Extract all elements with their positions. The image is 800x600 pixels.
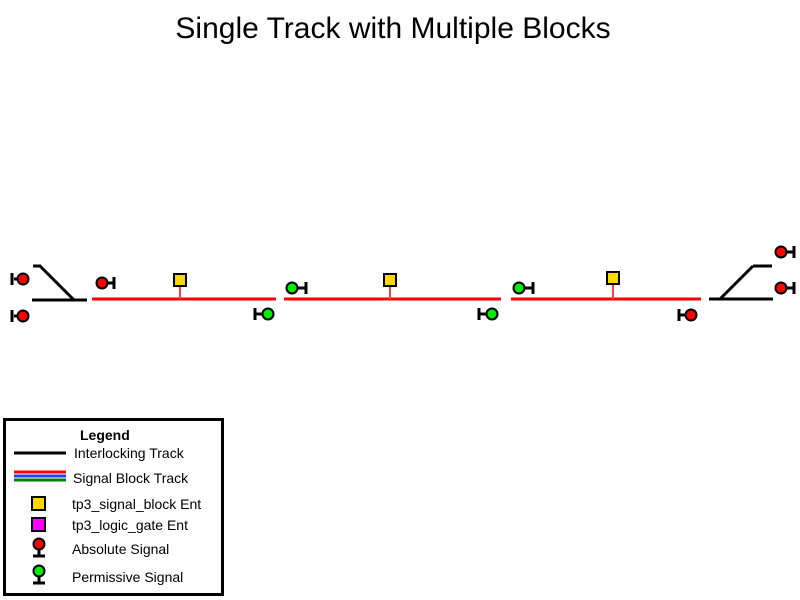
signal-block-ent-icon: [173, 273, 187, 287]
legend-label-absolute-signal: Absolute Signal: [72, 541, 170, 557]
signal-block-ent-icon: [383, 273, 397, 287]
permissive-signal-icon[interactable]: [285, 281, 308, 295]
absolute-signal-icon[interactable]: [10, 272, 30, 286]
legend-title: Legend: [80, 427, 130, 443]
absolute-signal-icon[interactable]: [774, 245, 796, 259]
absolute-signal-icon[interactable]: [95, 276, 116, 290]
signal-block-ent-icon: [606, 271, 620, 285]
legend-label-signal-block: Signal Block Track: [73, 470, 189, 486]
signal-block-track-icon: [14, 470, 66, 482]
absolute-signal-icon[interactable]: [677, 308, 698, 322]
signal-block-3[interactable]: [511, 271, 701, 301]
legend-label-permissive-signal: Permissive Signal: [72, 569, 184, 585]
right-interlocking: [709, 264, 773, 301]
permissive-signal-icon[interactable]: [477, 307, 499, 321]
legend-label-logic-gate-ent: tp3_logic_gate Ent: [72, 517, 188, 533]
page-title: Single Track with Multiple Blocks: [175, 12, 611, 45]
permissive-signal-icon[interactable]: [512, 281, 535, 295]
signal-block-1[interactable]: [92, 273, 276, 301]
legend: Legend Interlocking Track Signal Block T…: [3, 418, 224, 596]
signal-block-ent-icon: [31, 496, 46, 511]
absolute-signal-icon[interactable]: [774, 281, 796, 295]
signal-block-2[interactable]: [284, 273, 501, 301]
permissive-signal-icon: [32, 564, 46, 585]
permissive-signal-icon[interactable]: [253, 307, 275, 321]
absolute-signal-icon: [32, 537, 46, 558]
legend-icons: [14, 451, 66, 585]
left-interlocking: [32, 264, 87, 302]
logic-gate-ent-icon: [31, 517, 46, 532]
legend-label-signal-block-ent: tp3_signal_block Ent: [72, 496, 202, 512]
absolute-signal-icon[interactable]: [10, 309, 30, 323]
legend-label-interlocking: Interlocking Track: [74, 445, 184, 461]
